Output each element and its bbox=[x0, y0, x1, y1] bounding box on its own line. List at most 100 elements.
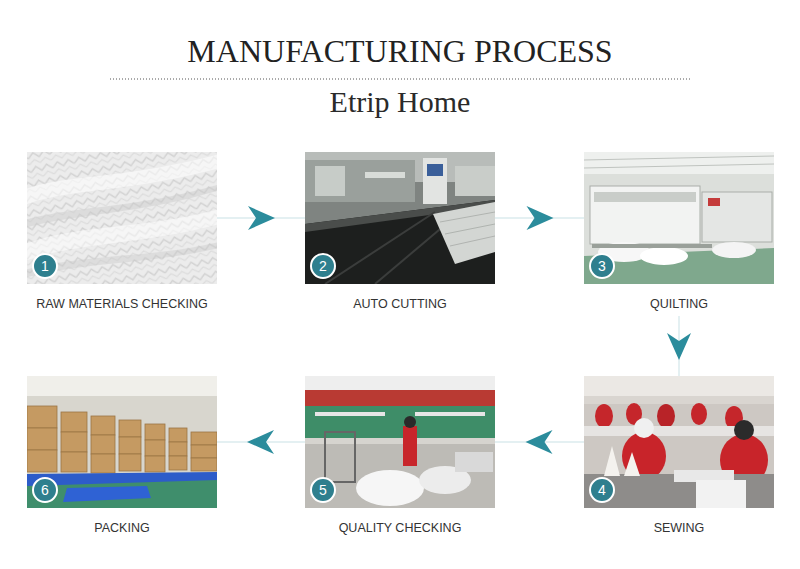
step-label: PACKING bbox=[27, 520, 217, 536]
photo-detail bbox=[305, 438, 495, 444]
photo-detail bbox=[305, 376, 495, 390]
photo-detail bbox=[315, 412, 385, 416]
flow-arrow bbox=[667, 316, 691, 376]
photo-detail bbox=[27, 406, 57, 428]
step-number-badge: 2 bbox=[310, 253, 336, 279]
step-number-badge: 4 bbox=[589, 477, 615, 503]
callout-number: 4 bbox=[593, 483, 611, 497]
photo-detail bbox=[169, 442, 187, 456]
process-step: SEWING 4 bbox=[584, 376, 774, 540]
photo-detail bbox=[27, 376, 217, 396]
callout-number: 3 bbox=[593, 259, 611, 273]
photo-detail bbox=[169, 456, 187, 470]
photo-detail bbox=[27, 240, 217, 280]
brand-subtitle: Etrip Home bbox=[0, 84, 800, 120]
photo-detail bbox=[440, 212, 495, 222]
flow-arrow bbox=[217, 430, 305, 454]
photo-detail bbox=[696, 480, 746, 508]
photo-detail bbox=[584, 156, 774, 160]
photo-detail bbox=[305, 390, 495, 406]
photo-detail bbox=[450, 236, 495, 246]
photo-detail bbox=[455, 166, 495, 196]
photo-detail bbox=[91, 454, 115, 473]
step-number-badge: 6 bbox=[32, 477, 58, 503]
photo-detail bbox=[404, 416, 416, 428]
photo-detail bbox=[455, 452, 493, 472]
title-rule bbox=[110, 79, 690, 80]
photo-detail bbox=[423, 158, 447, 204]
photo-detail bbox=[584, 376, 774, 508]
photo-detail bbox=[584, 152, 774, 284]
photo-detail bbox=[61, 432, 87, 452]
photo-detail bbox=[91, 435, 115, 454]
photo-detail bbox=[169, 428, 187, 442]
step-number-badge: 1 bbox=[32, 253, 58, 279]
step-label: QUILTING bbox=[584, 296, 774, 312]
photo-detail bbox=[584, 376, 774, 396]
photo-detail bbox=[590, 186, 700, 244]
photo-detail bbox=[61, 412, 87, 432]
callout-number: 5 bbox=[314, 483, 332, 497]
photo-detail bbox=[702, 192, 772, 242]
photo-detail bbox=[305, 152, 495, 284]
photo-detail bbox=[119, 454, 141, 471]
quilting-photo bbox=[584, 152, 774, 284]
photo-detail bbox=[365, 172, 405, 178]
photo-detail bbox=[145, 424, 165, 440]
fabric-photo bbox=[27, 152, 217, 284]
photo-detail bbox=[433, 202, 495, 264]
photo-detail bbox=[356, 470, 424, 506]
photo-detail bbox=[191, 445, 217, 458]
photo-detail bbox=[712, 242, 756, 258]
photo-detail bbox=[27, 376, 217, 508]
photo-detail bbox=[624, 452, 640, 476]
photo-detail bbox=[27, 428, 57, 450]
cutting-photo bbox=[305, 152, 495, 284]
photo-detail bbox=[305, 376, 495, 508]
photo-detail bbox=[403, 426, 417, 466]
callout-number: 1 bbox=[36, 259, 54, 273]
photo-detail bbox=[91, 416, 115, 435]
process-step: AUTO CUTTING2 bbox=[305, 152, 495, 316]
process-step: PACKING 6 bbox=[27, 376, 217, 540]
photo-detail bbox=[27, 182, 217, 230]
flow-arrow bbox=[495, 430, 584, 454]
callout-number: 2 bbox=[314, 259, 332, 273]
photo-detail bbox=[27, 152, 217, 208]
photo-detail bbox=[657, 404, 675, 428]
photo-detail bbox=[595, 404, 613, 428]
arrow-head bbox=[247, 430, 274, 454]
step-label: QUALITY CHECKING bbox=[305, 520, 495, 536]
photo-detail bbox=[691, 403, 707, 425]
photo-detail bbox=[592, 244, 712, 248]
photo-detail bbox=[315, 166, 345, 196]
process-step: QUILTING 3 bbox=[584, 152, 774, 316]
photo-detail bbox=[27, 450, 57, 472]
photo-detail bbox=[734, 420, 754, 440]
photo-detail bbox=[415, 412, 485, 416]
photo-detail bbox=[640, 247, 688, 265]
step-label: SEWING bbox=[584, 520, 774, 536]
process-step: QUALITY CHECKING 5 bbox=[305, 376, 495, 540]
photo-detail bbox=[191, 432, 217, 445]
photo-detail bbox=[584, 164, 774, 168]
step-number-badge: 5 bbox=[310, 477, 336, 503]
step-label: RAW MATERIALS CHECKING bbox=[27, 296, 217, 312]
photo-detail bbox=[119, 437, 141, 454]
photo-detail bbox=[622, 432, 666, 480]
photo-detail bbox=[325, 432, 355, 482]
sewing-photo bbox=[584, 376, 774, 508]
photo-detail bbox=[305, 200, 495, 284]
photo-detail bbox=[604, 446, 620, 476]
photo-detail bbox=[708, 198, 720, 206]
photo-detail bbox=[191, 458, 217, 471]
photo-detail bbox=[584, 396, 774, 404]
warehouse-photo bbox=[27, 376, 217, 508]
arrow-head bbox=[527, 206, 554, 230]
photo-detail bbox=[584, 152, 774, 174]
arrow-head bbox=[526, 430, 553, 454]
process-step: RAW MATERIALS CHECKING 1 bbox=[27, 152, 217, 316]
flow-arrow bbox=[217, 206, 305, 230]
callout-number: 6 bbox=[36, 483, 54, 497]
